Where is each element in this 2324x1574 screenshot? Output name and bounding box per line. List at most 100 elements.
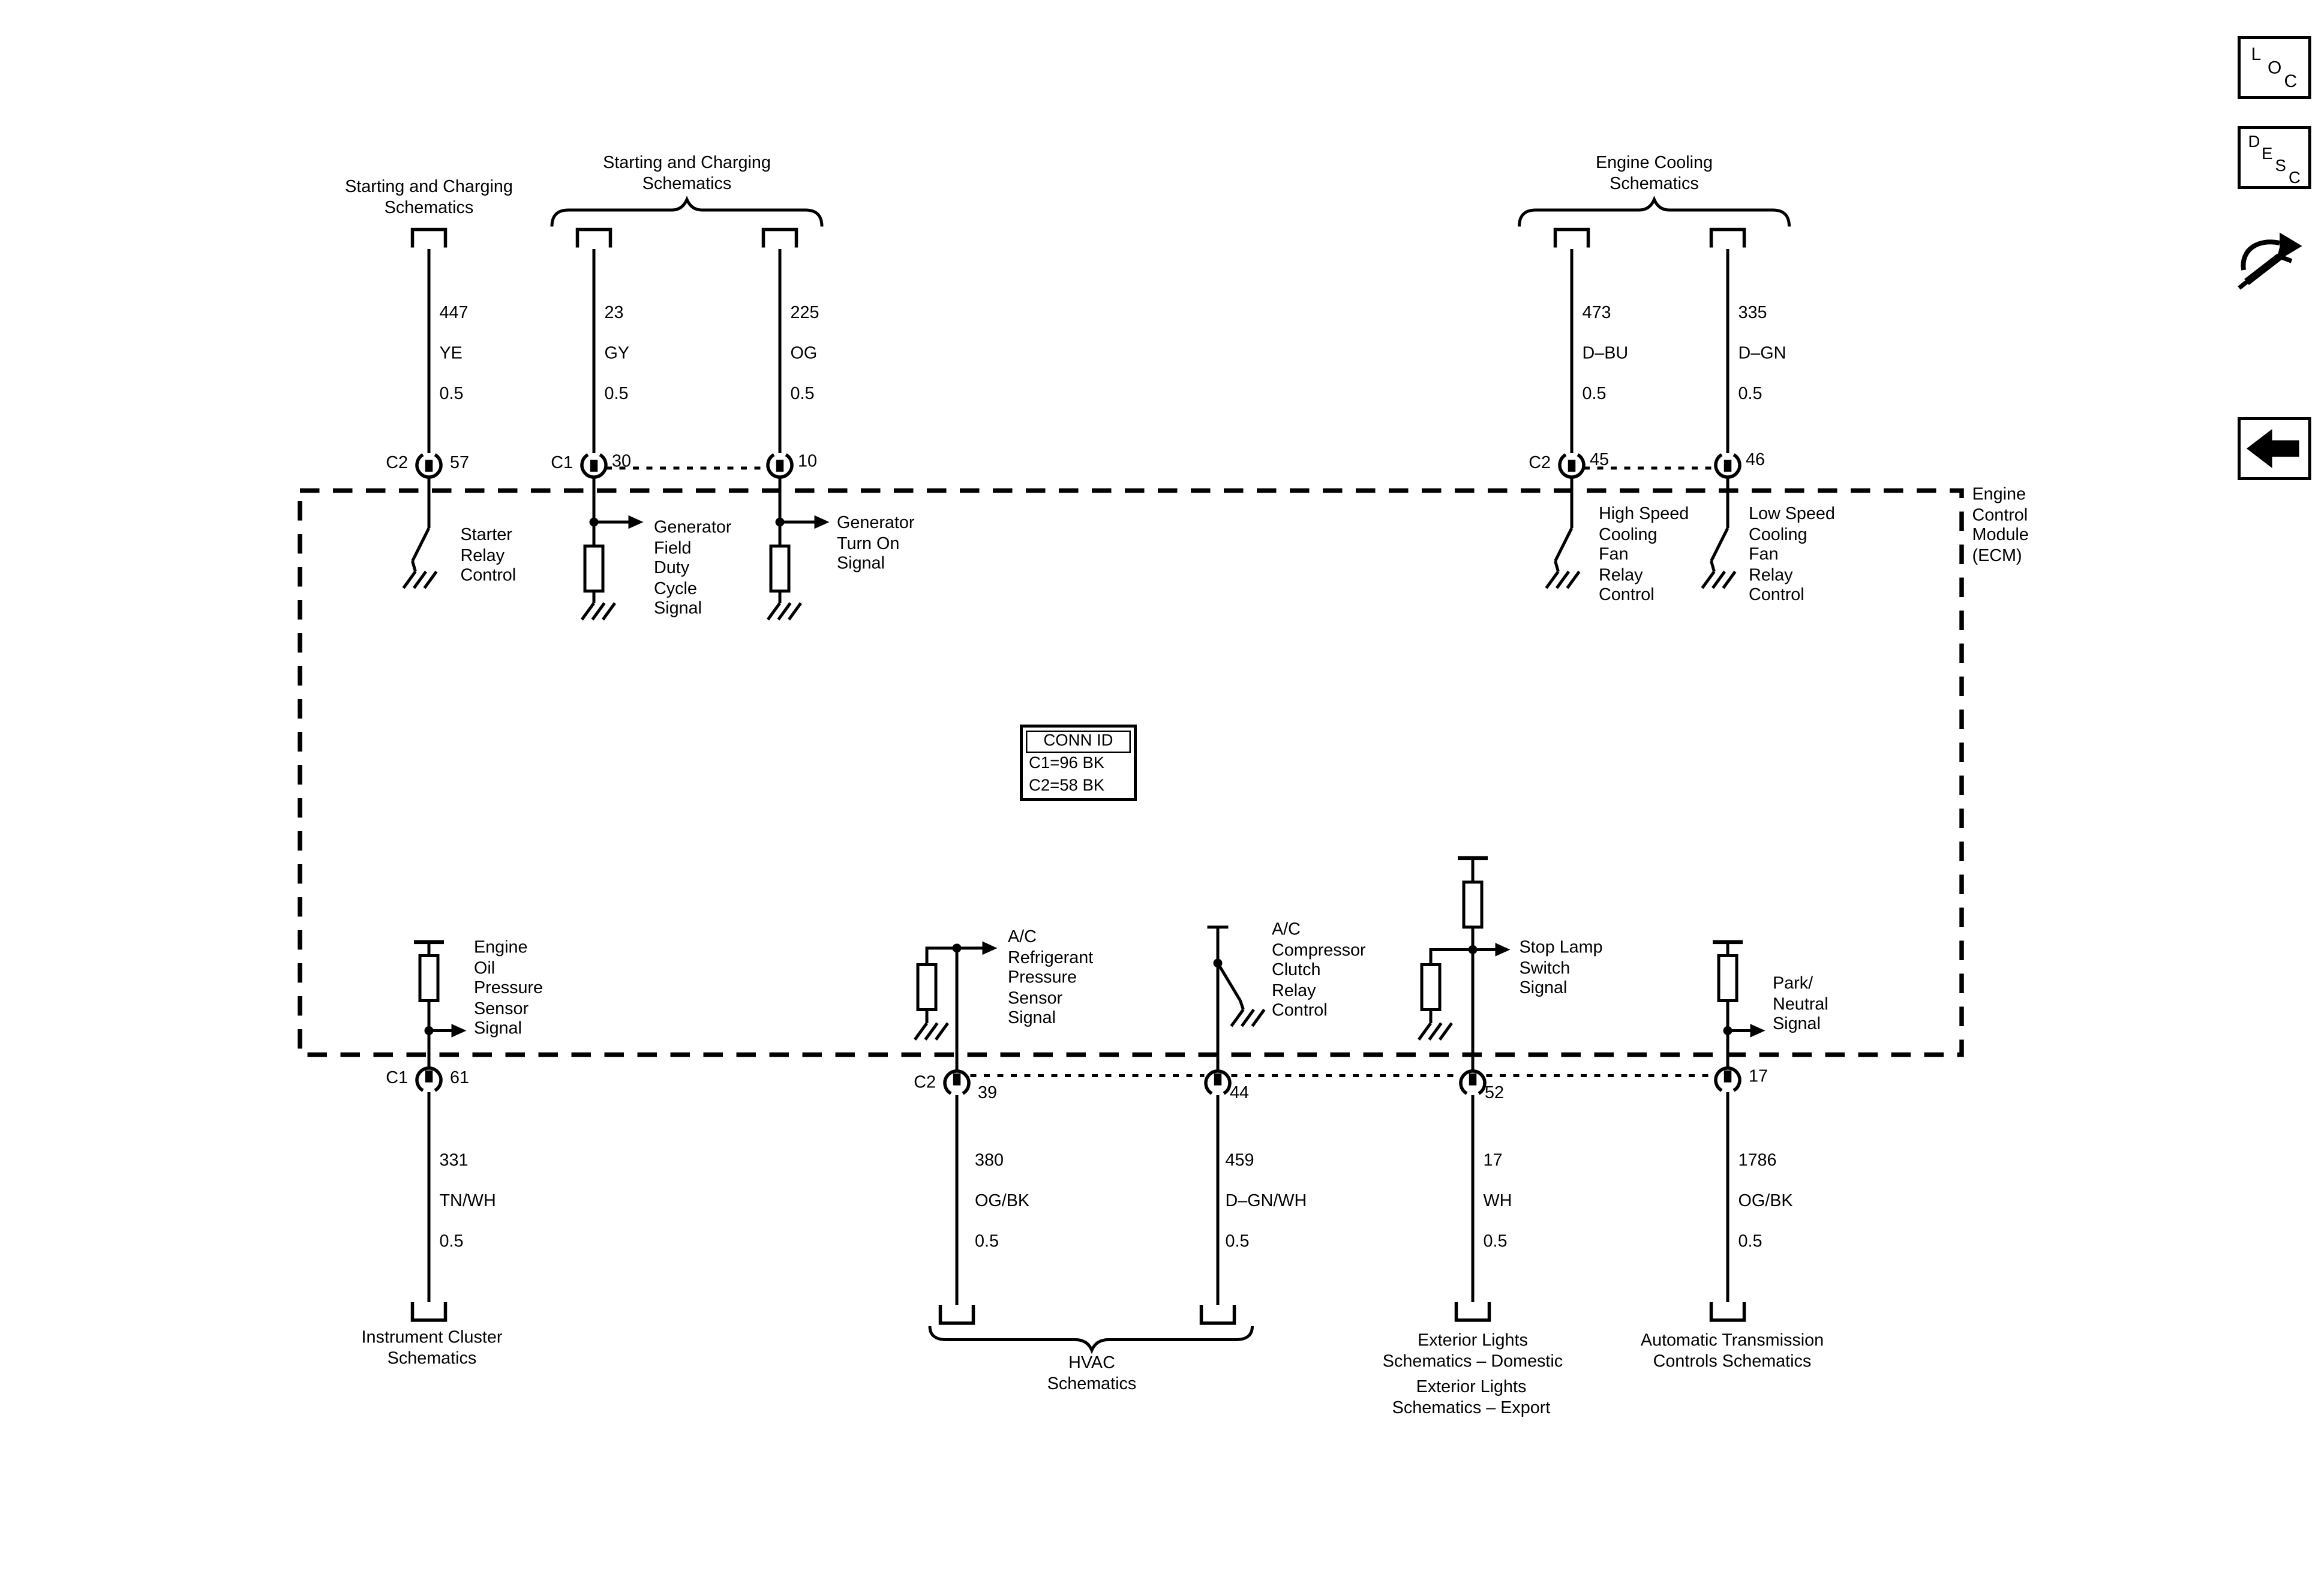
ground-symbol: [766, 602, 803, 620]
loc-letter: L: [2251, 43, 2262, 65]
ground-symbol: [1545, 560, 1581, 589]
ecm-module-label: Engine Control Module (ECM): [1972, 486, 2029, 565]
connector-symbol: [1204, 1069, 1232, 1095]
resistor-symbol: [916, 963, 938, 1011]
connector-pin: [953, 1073, 961, 1086]
ref-hvac: HVAC Schematics: [1047, 1354, 1137, 1393]
signal-ac-compressor-clutch: A/C Compressor Clutch Relay Control: [1272, 921, 1366, 1020]
title-starting-charging-1: Starting and Charging Schematics: [345, 178, 513, 217]
circuit-380-ac-pressure: [913, 941, 998, 1325]
switch-blade: [1710, 527, 1730, 562]
connector-name-c1: C1: [551, 454, 573, 473]
wire-spec-1786: 1786 OG/BK 0.5: [1739, 1131, 1793, 1273]
connector-name-c1: C1: [386, 1069, 408, 1088]
resistor-symbol: [1462, 880, 1484, 929]
circuit-generator-group: [550, 196, 830, 620]
desc-letter: D: [2248, 133, 2260, 152]
resistor-symbol: [1717, 954, 1739, 1002]
wire-gauge: 0.5: [1225, 1232, 1250, 1251]
signal-arrow: [814, 515, 830, 529]
back-button[interactable]: [2238, 417, 2311, 480]
connector-pin: [1724, 460, 1732, 472]
wire-color: GY: [604, 344, 630, 362]
connector-name-c2: C2: [914, 1074, 936, 1092]
loc-letter: O: [2268, 57, 2282, 78]
ground-symbol: [1417, 1022, 1454, 1041]
resistor-symbol: [418, 954, 440, 1002]
wire-color: TN/WH: [439, 1192, 496, 1210]
ref-exterior-lights-export: Exterior Lights Schematics – Export: [1392, 1378, 1551, 1417]
hvac-underbrace: [928, 1326, 1254, 1354]
wire-color: D–GN: [1738, 344, 1786, 362]
wire-gauge: 0.5: [1738, 1232, 1762, 1251]
connector-symbol: [415, 453, 443, 479]
connector-name-c2: C2: [386, 454, 408, 473]
signal-park-neutral: Park/ Neutral Signal: [1773, 975, 1828, 1034]
desc-letter: E: [2262, 145, 2273, 164]
wire-gauge: 0.5: [439, 1232, 464, 1251]
ecm-dashed-outline: [298, 488, 1964, 1057]
title-starting-charging-2: Starting and Charging Schematics: [603, 154, 771, 193]
wire-spec-17: 17 WH 0.5: [1484, 1131, 1512, 1273]
offpage-bracket: [761, 227, 798, 248]
overbrace: [550, 196, 824, 227]
pin-44: 44: [1230, 1084, 1249, 1103]
wire-circuit: 17: [1483, 1151, 1503, 1170]
wire-spec-335: 335 D–GN 0.5: [1739, 284, 1786, 425]
wire-gauge: 0.5: [604, 385, 629, 403]
resistor-symbol: [1420, 963, 1442, 1011]
pin-61: 61: [450, 1069, 469, 1088]
circuit-17-stop-lamp: [1417, 856, 1511, 1322]
wire-circuit: 335: [1738, 304, 1767, 322]
wire-color: YE: [439, 344, 463, 362]
jump-to-wiring-button[interactable]: [2229, 219, 2316, 291]
circuit-1786-park-neutral: [1709, 940, 1765, 1322]
pin-52: 52: [1485, 1084, 1504, 1103]
ref-automatic-transmission: Automatic Transmission Controls Schemati…: [1640, 1332, 1824, 1371]
offpage-bracket: [410, 1302, 448, 1322]
signal-stop-lamp-switch: Stop Lamp Switch Signal: [1519, 939, 1603, 998]
connector-symbol: [415, 1066, 443, 1092]
conn-id-row: C1=96 BK: [1029, 754, 1105, 773]
wire-circuit: 447: [439, 304, 469, 322]
wire-color: OG: [790, 344, 818, 362]
wire-spec-380: 380 OG/BK 0.5: [975, 1131, 1029, 1273]
signal-low-speed-fan: Low Speed Cooling Fan Relay Control: [1749, 505, 1835, 605]
connector-pin: [425, 1070, 433, 1083]
loc-button[interactable]: L O C: [2238, 36, 2311, 99]
pin-45: 45: [1590, 451, 1609, 470]
wire-spec-447: 447 YE 0.5: [440, 284, 469, 425]
offpage-bracket: [1553, 227, 1590, 248]
conn-id-table: CONN ID C1=96 BK C2=58 BK: [1020, 724, 1137, 801]
wire-circuit: 1786: [1738, 1151, 1777, 1170]
loc-letter: C: [2284, 70, 2298, 92]
signal-arrow: [1495, 943, 1511, 957]
title-engine-cooling: Engine Cooling Schematics: [1595, 154, 1713, 193]
desc-button[interactable]: D E S C: [2238, 126, 2311, 189]
wire-gauge: 0.5: [1582, 385, 1607, 403]
desc-letter: C: [2289, 169, 2301, 188]
connector-pin: [1214, 1073, 1222, 1086]
signal-high-speed-fan: High Speed Cooling Fan Relay Control: [1599, 505, 1689, 605]
signal-oil-pressure: Engine Oil Pressure Sensor Signal: [474, 939, 544, 1038]
connector-symbol: [580, 453, 608, 479]
wire-spec-225: 225 OG 0.5: [791, 284, 819, 425]
connector-pin: [1724, 1070, 1732, 1083]
connector-pin: [776, 460, 784, 472]
overbrace: [1518, 196, 1791, 227]
connector-pin: [425, 460, 433, 472]
connector-symbol: [1459, 1069, 1487, 1095]
connector-pin: [590, 460, 598, 472]
circuit-447-starter-relay: [402, 227, 448, 589]
wire-gauge: 0.5: [1483, 1232, 1508, 1251]
wire-gauge: 0.5: [975, 1232, 999, 1251]
offpage-bracket: [410, 227, 448, 248]
offpage-bracket: [1199, 1305, 1236, 1325]
ground-symbol: [580, 602, 617, 620]
connector-pin: [1469, 1073, 1477, 1086]
ground-symbol: [1230, 1000, 1266, 1027]
offpage-bracket: [938, 1305, 975, 1325]
pin-17: 17: [1749, 1068, 1768, 1086]
